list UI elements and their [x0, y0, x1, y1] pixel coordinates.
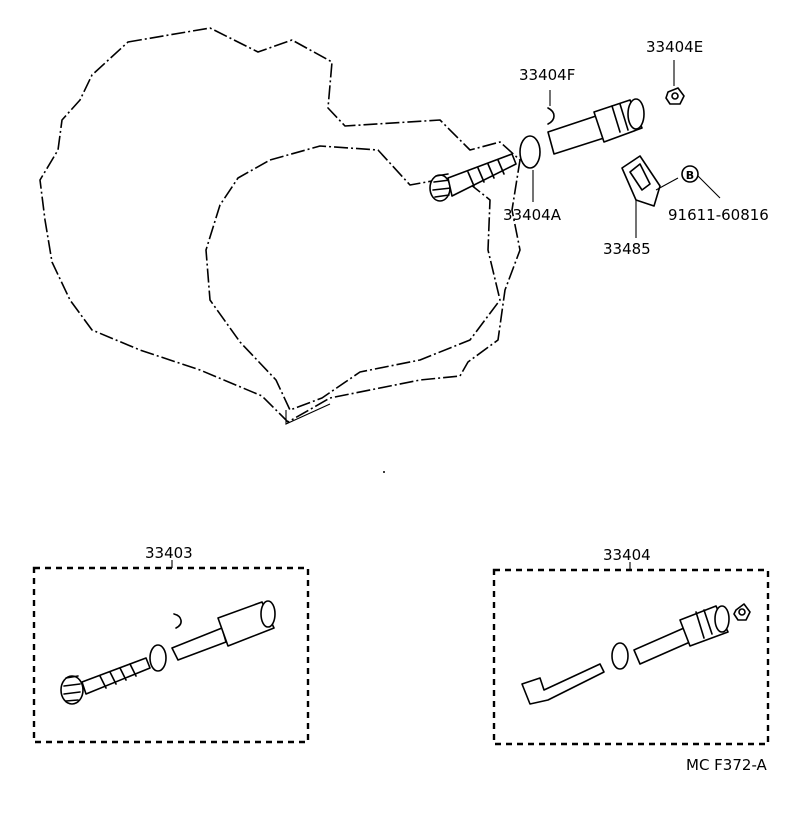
- housing-flange-line: [285, 403, 331, 425]
- assembly-box-33404: [492, 568, 770, 746]
- label-33404E: 33404E: [646, 38, 703, 56]
- label-33404F: 33404F: [519, 66, 575, 84]
- clip-33404F: [547, 107, 555, 125]
- label-33404A: 33404A: [503, 206, 562, 224]
- label-33404: 33404: [603, 546, 651, 564]
- assembly-33404-parts: [521, 603, 751, 705]
- assembly-33403-parts: [60, 600, 276, 705]
- label-91611: 91611-60816: [668, 206, 769, 224]
- driven-gear-installed: [429, 153, 517, 202]
- bolt-mark-circle: [681, 165, 699, 183]
- label-33485: 33485: [603, 240, 651, 258]
- label-33403: 33403: [145, 544, 193, 562]
- lock-plate-33485: [621, 155, 679, 238]
- figure-code: MC F372-A: [686, 756, 768, 774]
- transmission-housing-inner: [205, 145, 501, 411]
- transmission-housing-outer: [39, 27, 521, 423]
- nut-33404E: [665, 60, 685, 105]
- bolt-mark-label: B: [686, 169, 694, 182]
- o-ring-33404A: [519, 135, 541, 169]
- assembly-box-33403: [32, 566, 310, 744]
- speedometer-sleeve: [547, 98, 645, 155]
- leader-91611: [697, 175, 721, 199]
